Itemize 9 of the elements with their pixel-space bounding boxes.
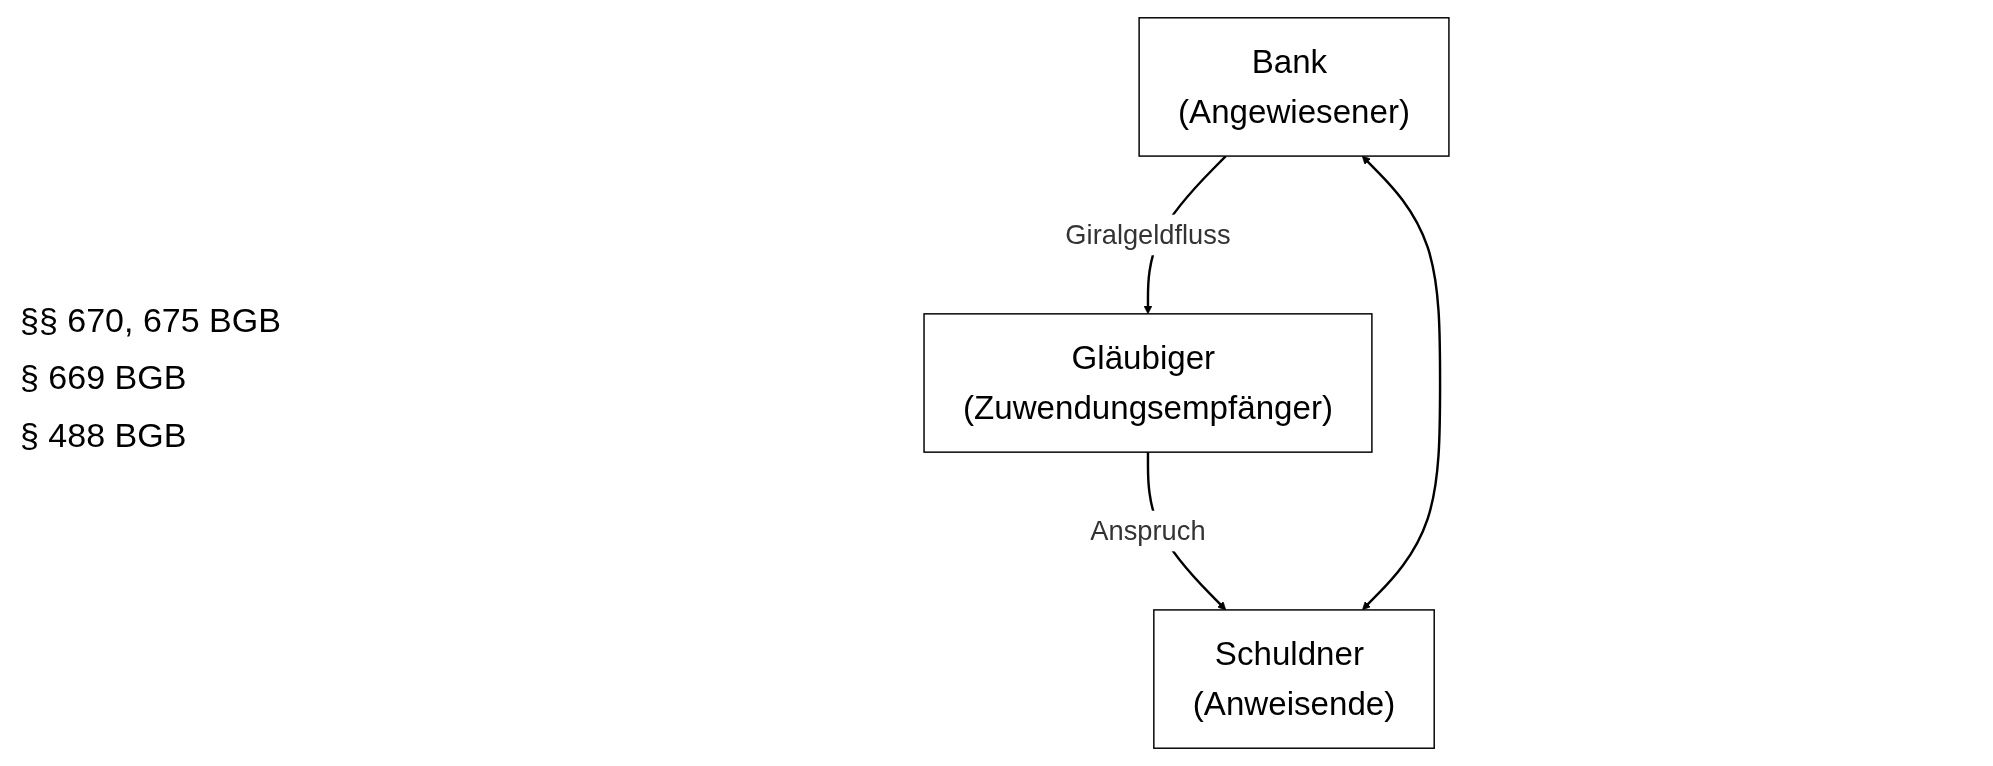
edge-label: Giralgeldfluss	[1065, 219, 1231, 250]
node-box: Gläubiger (Zuwendungsempfänger)	[923, 313, 1373, 453]
law-reference-note: § 669 BGB	[20, 357, 188, 399]
edge-label: Anspruch	[1090, 515, 1206, 546]
law-reference-note: § 488 BGB	[20, 414, 188, 456]
node-box: Bank (Angewiesener)	[1138, 17, 1450, 157]
node-box: Schuldner (Anweisende)	[1153, 609, 1435, 749]
law-reference-note: §§ 670, 675 BGB	[20, 299, 282, 341]
arrow	[1361, 155, 1442, 611]
